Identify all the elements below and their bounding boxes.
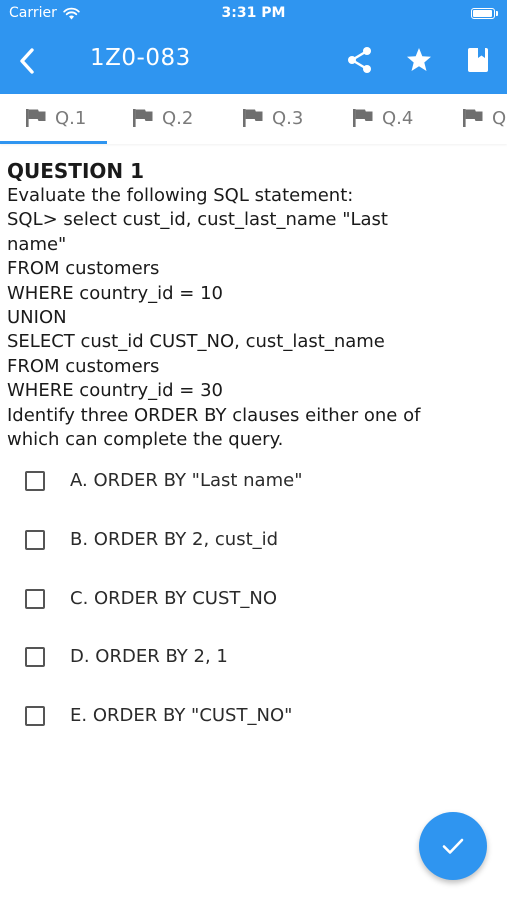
option-c[interactable]: C. ORDER BY CUST_NO (0, 576, 507, 624)
wifi-icon (63, 7, 80, 19)
option-b[interactable]: B. ORDER BY 2, cust_id (0, 517, 507, 565)
clock: 3:31 PM (221, 5, 286, 21)
tab-q3[interactable]: Q.3 (242, 94, 303, 142)
option-a[interactable]: A. ORDER BY "Last name" (0, 458, 507, 506)
checkmark-icon (442, 838, 464, 854)
question-line: FROM customers (7, 258, 160, 280)
flag-icon (133, 109, 153, 127)
question-line: SQL> select cust_id, cust_last_name "Las… (7, 209, 388, 231)
question-line: which can complete the query. (7, 429, 284, 451)
question-tabs: Q.1 Q.2 Q.3 Q.4 (0, 94, 507, 144)
option-checkbox[interactable] (25, 471, 45, 491)
battery-level (473, 10, 492, 17)
bookmark-button[interactable] (463, 45, 493, 75)
flag-icon (353, 109, 373, 127)
question-line: SELECT cust_id CUST_NO, cust_last_name (7, 331, 385, 353)
flag-icon (26, 109, 46, 127)
option-label: A. ORDER BY "Last name" (70, 470, 303, 491)
bookmark-icon (468, 48, 488, 72)
star-icon (407, 48, 431, 71)
top-bar: Carrier 3:31 PM 1Z0-083 (0, 0, 507, 94)
flag-icon (243, 109, 263, 127)
option-label: D. ORDER BY 2, 1 (70, 646, 228, 667)
flag-icon (463, 109, 483, 127)
question-heading: QUESTION 1 (7, 159, 145, 183)
question-line: name" (7, 233, 67, 255)
option-checkbox[interactable] (25, 706, 45, 726)
option-label: B. ORDER BY 2, cust_id (70, 529, 279, 550)
option-e[interactable]: E. ORDER BY "CUST_NO" (0, 693, 507, 741)
option-checkbox[interactable] (25, 589, 45, 609)
share-icon (348, 47, 371, 73)
option-label: E. ORDER BY "CUST_NO" (70, 705, 293, 726)
page-title: 1Z0-083 (90, 45, 191, 71)
option-checkbox[interactable] (25, 530, 45, 550)
status-bar: Carrier 3:31 PM (0, 0, 507, 28)
app-bar: 1Z0-083 (0, 28, 507, 94)
share-button[interactable] (345, 45, 375, 75)
carrier-indicator: Carrier (9, 5, 80, 21)
tab-label: Q (492, 107, 507, 129)
tab-label: Q.4 (382, 107, 414, 129)
question-line: WHERE country_id = 10 (7, 282, 223, 304)
tab-q1[interactable]: Q.1 (25, 94, 86, 142)
carrier-label: Carrier (9, 5, 57, 21)
tab-label: Q.1 (55, 107, 87, 129)
option-d[interactable]: D. ORDER BY 2, 1 (0, 634, 507, 682)
question-line: Evaluate the following SQL statement: (7, 185, 354, 206)
back-button[interactable] (12, 45, 44, 77)
tab-label: Q.2 (162, 107, 194, 129)
option-label: C. ORDER BY CUST_NO (70, 588, 278, 609)
favorite-button[interactable] (404, 45, 434, 75)
tab-label: Q.3 (272, 107, 304, 129)
tab-q4[interactable]: Q.4 (352, 94, 413, 142)
question-line: UNION (7, 307, 67, 329)
selected-tab-indicator (0, 141, 107, 144)
submit-answer-button[interactable] (419, 812, 487, 880)
tab-q2[interactable]: Q.2 (132, 94, 193, 142)
question-line: WHERE country_id = 30 (7, 380, 223, 402)
question-line: Identify three ORDER BY clauses either o… (7, 404, 421, 426)
battery-icon (471, 8, 498, 19)
tab-q5[interactable]: Q (462, 94, 506, 142)
back-chevron-icon (20, 48, 34, 74)
option-checkbox[interactable] (25, 647, 45, 667)
question-text: QUESTION 1 Evaluate the following SQL st… (7, 158, 497, 452)
question-line: FROM customers (7, 355, 160, 377)
